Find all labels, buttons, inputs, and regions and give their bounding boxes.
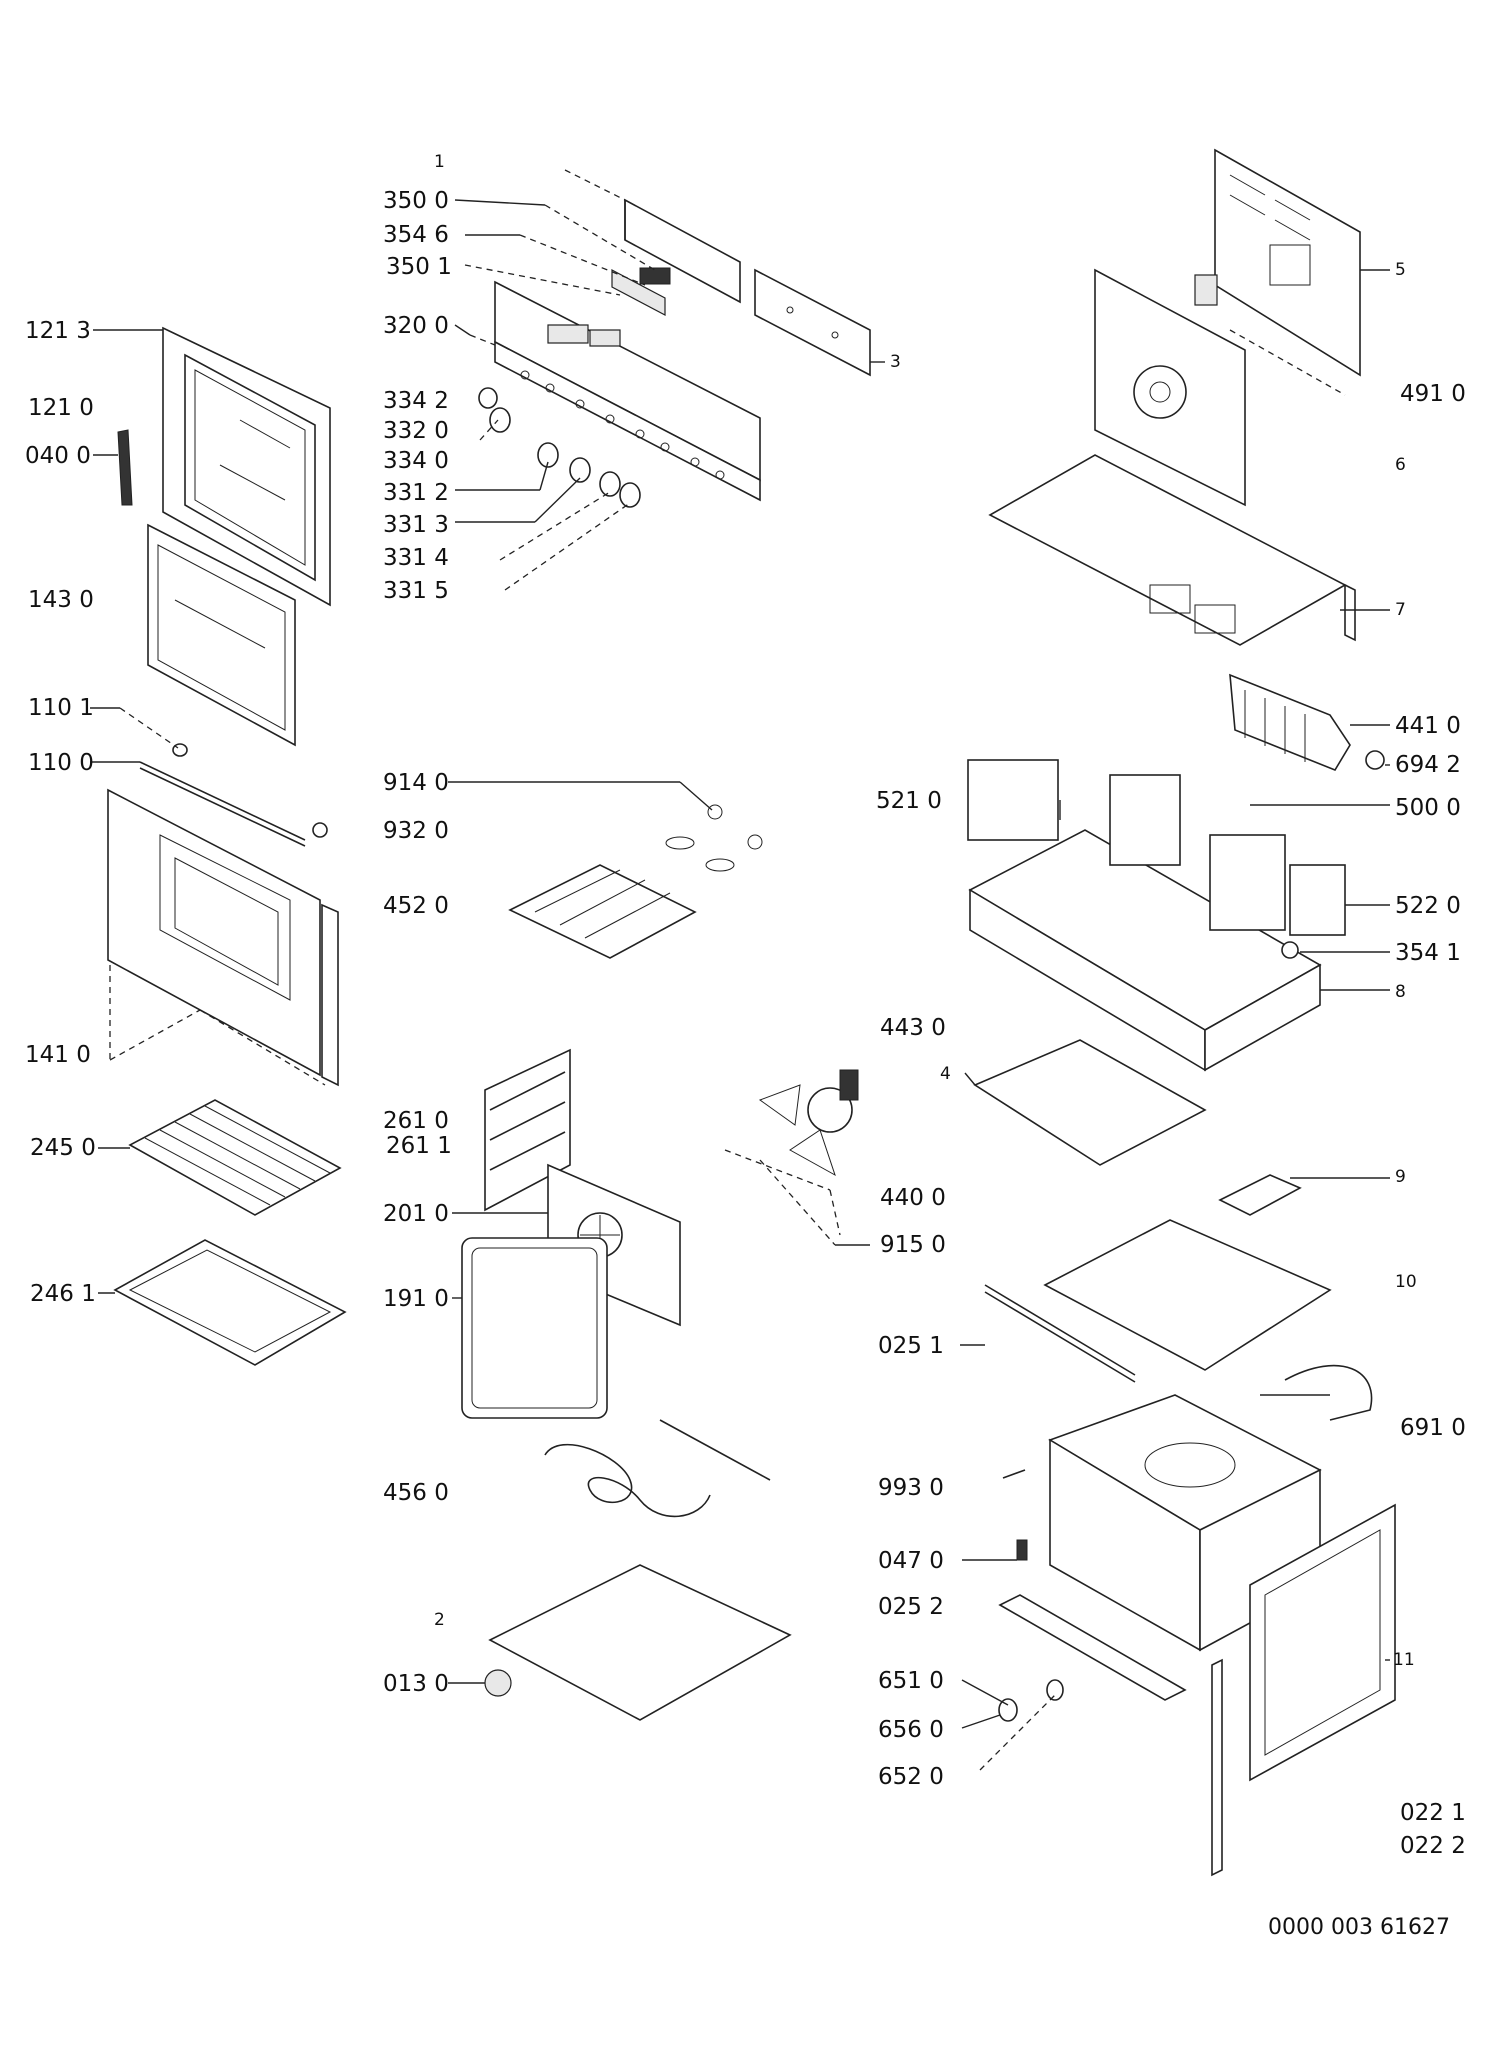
door-assembly: [107, 326, 339, 1087]
callout-10: 10: [1395, 1272, 1417, 1292]
document-code: 0000 003 61627: [1268, 1915, 1450, 1940]
callout-3: 3: [890, 352, 901, 372]
callout-993-0: 993 0: [878, 1475, 944, 1501]
callout-2: 2: [434, 1610, 445, 1630]
callout-025-1: 025 1: [878, 1333, 944, 1359]
callout-6: 6: [1395, 455, 1406, 475]
leader-lines: [90, 169, 1390, 1771]
callout-025-2: 025 2: [878, 1594, 944, 1620]
callout-040-0: 040 0: [25, 443, 91, 469]
callout-332-0: 332 0: [383, 418, 449, 444]
callout-652-0: 652 0: [878, 1764, 944, 1790]
callout-456-0: 456 0: [383, 1480, 449, 1506]
callout-441-0: 441 0: [1395, 713, 1461, 739]
callout-121-3: 121 3: [25, 318, 91, 344]
callout-651-0: 651 0: [878, 1668, 944, 1694]
callout-914-0: 914 0: [383, 770, 449, 796]
callout-656-0: 656 0: [878, 1717, 944, 1743]
callout-261-0: 261 0: [383, 1108, 449, 1134]
callout-11: 11: [1393, 1650, 1415, 1670]
callout-013-0: 013 0: [383, 1671, 449, 1697]
callout-915-0: 915 0: [880, 1232, 946, 1258]
callout-691-0: 691 0: [1400, 1415, 1466, 1441]
callout-047-0: 047 0: [878, 1548, 944, 1574]
callout-1: 1: [434, 152, 445, 172]
callout-5: 5: [1395, 260, 1406, 280]
callout-261-1: 261 1: [386, 1133, 452, 1159]
callout-9: 9: [1395, 1167, 1406, 1187]
heating-and-fan-parts: [461, 804, 859, 1721]
callout-022-2: 022 2: [1400, 1833, 1466, 1859]
callout-331-4: 331 4: [383, 545, 449, 571]
cabinet-right-assembly: [967, 148, 1396, 1877]
callout-440-0: 440 0: [880, 1185, 946, 1211]
callout-191-0: 191 0: [383, 1286, 449, 1312]
callout-334-0: 334 0: [383, 448, 449, 474]
callout-350-1: 350 1: [386, 254, 452, 280]
callout-110-1: 110 1: [28, 695, 94, 721]
callout-331-5: 331 5: [383, 578, 449, 604]
callout-354-1: 354 1: [1395, 940, 1461, 966]
callout-522-0: 522 0: [1395, 893, 1461, 919]
callout-443-0: 443 0: [880, 1015, 946, 1041]
callout-8: 8: [1395, 982, 1406, 1002]
control-panel-assembly: [478, 198, 871, 508]
rack-and-tray: [113, 1099, 347, 1366]
callout-521-0: 521 0: [876, 788, 942, 814]
callout-246-1: 246 1: [30, 1281, 96, 1307]
callout-320-0: 320 0: [383, 313, 449, 339]
callout-245-0: 245 0: [30, 1135, 96, 1161]
callout-141-0: 141 0: [25, 1042, 91, 1068]
callout-201-0: 201 0: [383, 1201, 449, 1227]
callout-354-6: 354 6: [383, 222, 449, 248]
callout-331-3: 331 3: [383, 512, 449, 538]
callout-4: 4: [940, 1064, 951, 1084]
callout-143-0: 143 0: [28, 587, 94, 613]
callout-500-0: 500 0: [1395, 795, 1461, 821]
callout-334-2: 334 2: [383, 388, 449, 414]
callout-331-2: 331 2: [383, 480, 449, 506]
callout-110-0: 110 0: [28, 750, 94, 776]
callout-022-1: 022 1: [1400, 1800, 1466, 1826]
callout-491-0: 491 0: [1400, 381, 1466, 407]
callout-452-0: 452 0: [383, 893, 449, 919]
callout-7: 7: [1395, 600, 1406, 620]
callout-694-2: 694 2: [1395, 752, 1461, 778]
callout-350-0: 350 0: [383, 188, 449, 214]
callout-121-0: 121 0: [28, 395, 94, 421]
callout-932-0: 932 0: [383, 818, 449, 844]
